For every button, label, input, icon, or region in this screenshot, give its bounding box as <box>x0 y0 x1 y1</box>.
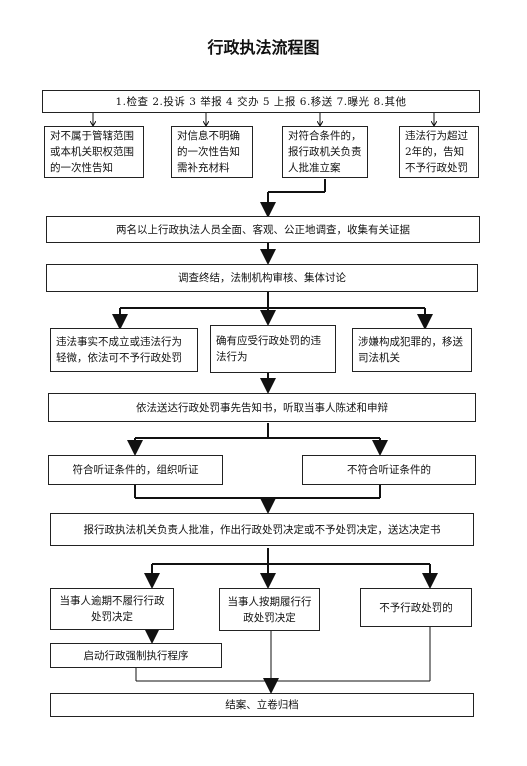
hearing-yes-text: 符合听证条件的，组织听证 <box>72 464 199 476</box>
hearing-no-text: 不符合听证条件的 <box>347 464 431 476</box>
branch-text: 对信息不明确的一次性告知需补充材料 <box>177 130 240 174</box>
close-box: 结案、立卷归档 <box>50 693 474 717</box>
result-text: 不予行政处罚的 <box>379 601 453 614</box>
decision-text: 报行政执法机关负责人批准，作出行政处罚决定或不予处罚决定，送达决定书 <box>83 523 441 536</box>
outcome-criminal: 涉嫌构成犯罪的，移送司法机关 <box>352 328 472 372</box>
hearing-yes-box: 符合听证条件的，组织听证 <box>48 455 223 485</box>
result-text: 当事人按期履行行政处罚决定 <box>227 595 312 624</box>
outcome-no-penalty: 违法事实不成立或违法行为轻微，依法可不予行政处罚 <box>50 328 198 372</box>
sources-box: 1.检查 2.投诉 3 举报 4 交办 5 上报 6.移送 7.曝光 8.其他 <box>42 90 480 113</box>
branch-text: 对不属于管辖范围或本机关职权范围的一次性告知 <box>50 130 134 174</box>
page-title: 行政执法流程图 <box>207 38 320 57</box>
notice-text: 依法送达行政处罚事先告知书，听取当事人陈述和申辩 <box>136 401 388 414</box>
branch-approve-case: 对符合条件的，报行政机关负责人批准立案 <box>282 126 368 178</box>
branch-time-limit: 违法行为超过2年的，告知不予行政处罚 <box>399 126 479 178</box>
branch-unclear-info: 对信息不明确的一次性告知需补充材料 <box>171 126 253 178</box>
enforce-text: 启动行政强制执行程序 <box>83 649 189 662</box>
branch-text: 对符合条件的，报行政机关负责人批准立案 <box>288 130 362 174</box>
outcome-text: 违法事实不成立或违法行为轻微，依法可不予行政处罚 <box>56 336 182 364</box>
outcome-text: 涉嫌构成犯罪的，移送司法机关 <box>358 336 463 364</box>
review-box: 调查终结，法制机构审核、集体讨论 <box>46 264 478 292</box>
hearing-no-box: 不符合听证条件的 <box>302 455 476 485</box>
notice-box: 依法送达行政处罚事先告知书，听取当事人陈述和申辩 <box>48 393 476 422</box>
review-text: 调查终结，法制机构审核、集体讨论 <box>178 272 346 284</box>
result-overdue: 当事人逾期不履行行政处罚决定 <box>50 588 174 630</box>
investigate-box: 两名以上行政执法人员全面、客观、公正地调查，收集有关证据 <box>46 216 480 243</box>
enforce-box: 启动行政强制执行程序 <box>50 643 222 668</box>
close-text: 结案、立卷归档 <box>225 699 299 711</box>
branch-text: 违法行为超过2年的，告知不予行政处罚 <box>405 130 468 174</box>
outcome-text: 确有应受行政处罚的违法行为 <box>216 335 321 363</box>
investigate-text: 两名以上行政执法人员全面、客观、公正地调查，收集有关证据 <box>116 223 410 236</box>
branch-out-of-scope: 对不属于管辖范围或本机关职权范围的一次性告知 <box>44 126 144 178</box>
result-no-penalty: 不予行政处罚的 <box>360 588 472 627</box>
sources-text: 1.检查 2.投诉 3 举报 4 交办 5 上报 6.移送 7.曝光 8.其他 <box>115 95 407 108</box>
outcome-penalty: 确有应受行政处罚的违法行为 <box>210 325 336 373</box>
result-fulfilled: 当事人按期履行行政处罚决定 <box>219 588 320 631</box>
result-text: 当事人逾期不履行行政处罚决定 <box>59 595 165 623</box>
decision-box: 报行政执法机关负责人批准，作出行政处罚决定或不予处罚决定，送达决定书 <box>50 513 474 546</box>
